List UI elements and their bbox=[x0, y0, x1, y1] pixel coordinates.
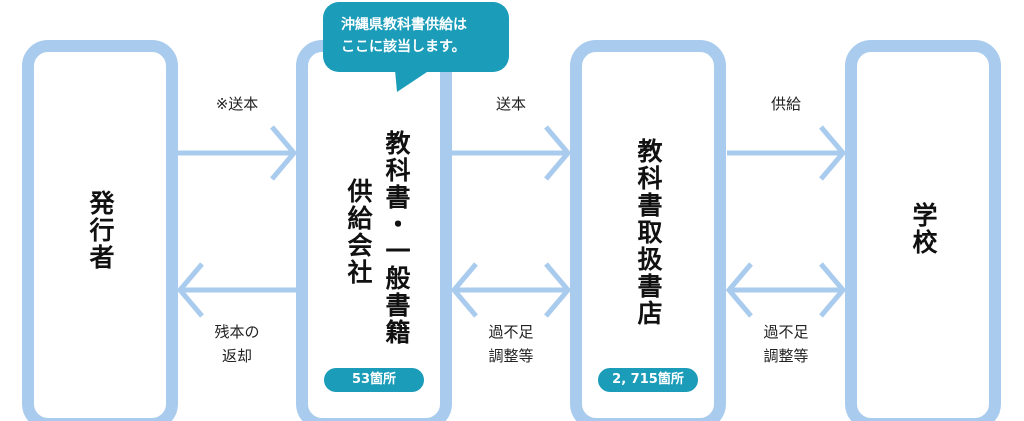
flow-label-adjust-2: 過不足 調整等 bbox=[731, 320, 841, 368]
callout-line1: 沖縄県教科書供給は bbox=[341, 17, 467, 33]
flow-label-return: 残本の 返却 bbox=[182, 320, 292, 368]
supplier-label-line1: 教科書・一般書籍 bbox=[382, 130, 411, 346]
arrow-publisher-to-supplier bbox=[178, 125, 298, 181]
publisher-label: 発行者 bbox=[86, 190, 115, 271]
double-arrow-supplier-bookstore bbox=[450, 262, 572, 318]
return-line1: 残本の bbox=[214, 323, 260, 341]
arrow-supplier-to-publisher bbox=[176, 262, 296, 318]
adjust1-line1: 過不足 bbox=[488, 323, 534, 341]
adjust1-line2: 調整等 bbox=[488, 347, 534, 365]
publisher-box: 発行者 bbox=[22, 40, 178, 421]
arrow-supplier-to-bookstore bbox=[452, 125, 572, 181]
school-label: 学校 bbox=[909, 202, 938, 256]
callout-bubble: 沖縄県教科書供給は ここに該当します。 bbox=[323, 2, 509, 72]
school-box: 学校 bbox=[845, 40, 1001, 421]
supplier-count-badge: 53箇所 bbox=[324, 368, 424, 392]
supplier-box: 教科書・一般書籍 供給会社 53箇所 bbox=[296, 40, 452, 421]
arrow-bookstore-to-school bbox=[727, 125, 847, 181]
double-arrow-bookstore-school bbox=[725, 262, 847, 318]
flow-label-supply: 供給 bbox=[770, 95, 801, 113]
bookstore-label: 教科書取扱書店 bbox=[634, 138, 663, 327]
return-line2: 返却 bbox=[221, 347, 252, 365]
supplier-label-line2: 供給会社 bbox=[344, 178, 373, 286]
flow-label-send-books-2: 送本 bbox=[495, 95, 526, 113]
bookstore-box: 教科書取扱書店 2, 715箇所 bbox=[570, 40, 726, 421]
adjust2-line2: 調整等 bbox=[763, 347, 809, 365]
flow-label-adjust-1: 過不足 調整等 bbox=[456, 320, 566, 368]
flow-label-send-books: ※送本 bbox=[215, 95, 259, 113]
adjust2-line1: 過不足 bbox=[763, 323, 809, 341]
bookstore-count-badge: 2, 715箇所 bbox=[598, 368, 698, 392]
callout-line2: ここに該当します。 bbox=[341, 39, 466, 55]
